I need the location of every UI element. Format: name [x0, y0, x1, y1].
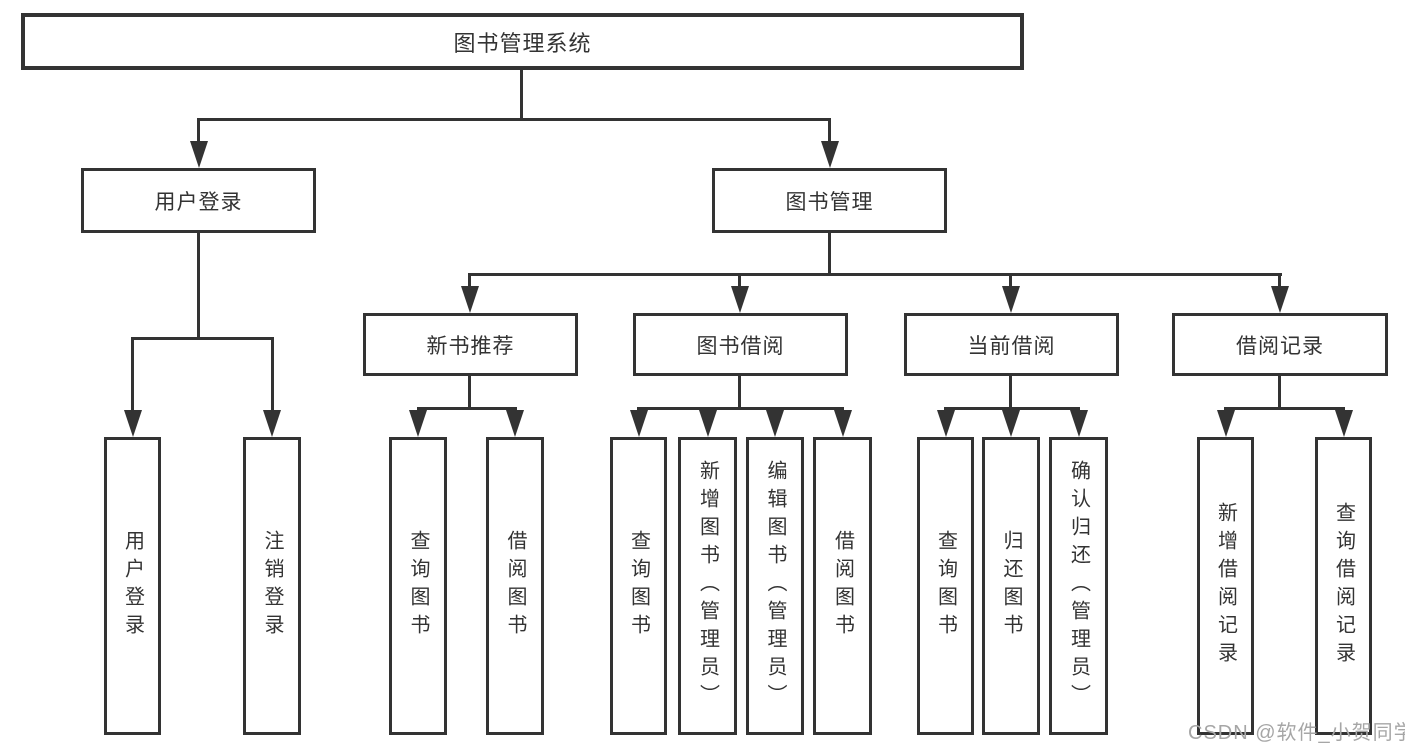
connector-drop	[131, 340, 134, 412]
leaf-borrow-book-recommend: 借阅图书	[486, 437, 544, 735]
node-new-book-recommend: 新书推荐	[363, 313, 578, 376]
connector-drop	[828, 121, 831, 144]
node-root-label: 图书管理系统	[453, 30, 592, 56]
leaf-borrow-book-label: 借阅图书	[831, 530, 854, 642]
leaf-user-login-label: 用户登录	[121, 530, 144, 642]
connector-currentborrow-branch	[944, 407, 1080, 410]
leaf-confirm-return-admin-label: 确认归还（管理员）	[1067, 460, 1090, 712]
connector-drop	[468, 276, 471, 288]
csdn-watermark: CSDN @软件_小贺同学	[1188, 722, 1405, 744]
leaf-query-book-current: 查询图书	[917, 437, 974, 735]
arrowhead-down-icon	[699, 410, 717, 437]
arrowhead-down-icon	[731, 286, 749, 313]
arrowhead-down-icon	[124, 410, 142, 437]
connector-root-branch	[197, 118, 831, 121]
leaf-query-borrow-record-label: 查询借阅记录	[1332, 502, 1355, 670]
connector-bookmgmt-branch	[468, 273, 1282, 276]
leaf-borrow-book: 借阅图书	[813, 437, 872, 735]
leaf-query-borrow-record: 查询借阅记录	[1315, 437, 1372, 735]
arrowhead-down-icon	[821, 141, 839, 168]
node-user-login: 用户登录	[81, 168, 316, 233]
node-book-borrow: 图书借阅	[633, 313, 848, 376]
connector-borrowrecord-branch	[1224, 407, 1345, 410]
node-current-borrow: 当前借阅	[904, 313, 1119, 376]
leaf-query-book-recommend-label: 查询图书	[407, 530, 429, 642]
node-borrow-record: 借阅记录	[1172, 313, 1388, 376]
leaf-add-book-admin-label: 新增图书（管理员）	[696, 460, 719, 712]
arrowhead-down-icon	[834, 410, 852, 437]
node-book-management-label: 图书管理	[785, 190, 874, 214]
arrowhead-down-icon	[1002, 410, 1020, 437]
connector-userlogin-branch	[131, 337, 274, 340]
leaf-borrow-book-recommend-label: 借阅图书	[504, 530, 526, 642]
leaf-add-book-admin: 新增图书（管理员）	[678, 437, 737, 735]
arrowhead-down-icon	[190, 141, 208, 168]
connector-drop	[197, 121, 200, 144]
node-root: 图书管理系统	[21, 13, 1024, 70]
connector-drop	[1278, 276, 1281, 288]
connector-newbook-branch	[417, 407, 517, 410]
arrowhead-down-icon	[409, 410, 427, 437]
node-current-borrow-label: 当前借阅	[967, 334, 1056, 358]
arrowhead-down-icon	[1271, 286, 1289, 313]
leaf-add-borrow-record: 新增借阅记录	[1197, 437, 1254, 735]
node-book-management: 图书管理	[712, 168, 947, 233]
leaf-add-borrow-record-label: 新增借阅记录	[1214, 502, 1237, 670]
connector-drop	[1009, 276, 1012, 288]
connector-bookborrow-branch	[637, 407, 844, 410]
leaf-query-book-recommend: 查询图书	[389, 437, 447, 735]
arrowhead-down-icon	[461, 286, 479, 313]
connector-bookborrow-stem	[738, 376, 741, 407]
arrowhead-down-icon	[630, 410, 648, 437]
connector-userlogin-stem	[197, 233, 200, 337]
leaf-query-book-current-label: 查询图书	[934, 530, 957, 642]
connector-currentborrow-stem	[1009, 376, 1012, 407]
leaf-user-login: 用户登录	[104, 437, 161, 735]
leaf-return-book: 归还图书	[982, 437, 1040, 735]
connector-borrowrecord-stem	[1278, 376, 1281, 407]
connector-root-stem	[520, 70, 523, 118]
leaf-confirm-return-admin: 确认归还（管理员）	[1049, 437, 1108, 735]
arrowhead-down-icon	[1217, 410, 1235, 437]
arrowhead-down-icon	[1335, 410, 1353, 437]
connector-drop	[738, 276, 741, 288]
leaf-logout: 注销登录	[243, 437, 301, 735]
leaf-edit-book-admin-label: 编辑图书（管理员）	[764, 460, 786, 712]
arrowhead-down-icon	[1002, 286, 1020, 313]
arrowhead-down-icon	[1070, 410, 1088, 437]
leaf-query-book-borrow: 查询图书	[610, 437, 667, 735]
arrowhead-down-icon	[263, 410, 281, 437]
node-new-book-recommend-label: 新书推荐	[426, 334, 515, 358]
leaf-edit-book-admin: 编辑图书（管理员）	[746, 437, 804, 735]
node-borrow-record-label: 借阅记录	[1236, 334, 1324, 358]
node-user-login-label: 用户登录	[154, 190, 243, 214]
leaf-query-book-borrow-label: 查询图书	[627, 530, 650, 642]
connector-drop	[271, 340, 274, 412]
connector-newbook-stem	[468, 376, 471, 407]
arrowhead-down-icon	[506, 410, 524, 437]
node-book-borrow-label: 图书借阅	[696, 334, 785, 358]
leaf-logout-label: 注销登录	[261, 530, 283, 642]
arrowhead-down-icon	[937, 410, 955, 437]
connector-bookmgmt-stem	[828, 233, 831, 273]
arrowhead-down-icon	[766, 410, 784, 437]
leaf-return-book-label: 归还图书	[1000, 530, 1022, 642]
